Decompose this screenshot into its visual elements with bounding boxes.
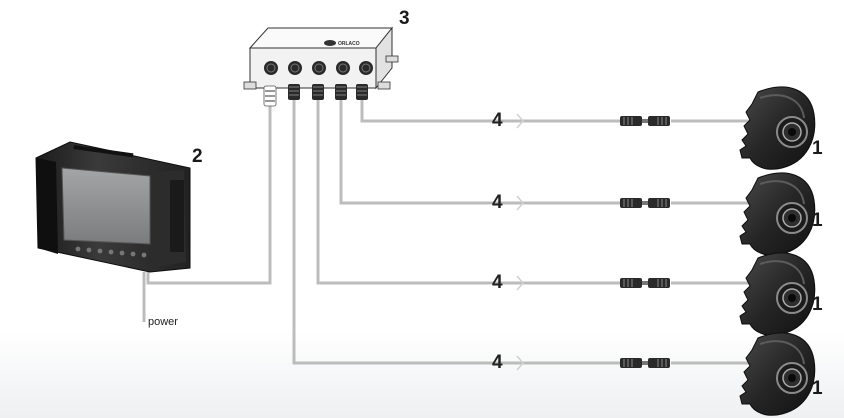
label-cable-1: 4: [492, 110, 503, 131]
label-junction-box: 3: [399, 8, 410, 29]
label-power: power: [148, 316, 178, 328]
camera-4: [739, 331, 816, 417]
label-camera-4: 1: [812, 378, 823, 399]
box-connectors: [263, 84, 368, 107]
label-camera-3: 1: [812, 294, 823, 315]
label-cable-2: 4: [492, 192, 503, 213]
cable-network: [142, 100, 750, 365]
camera-1: [739, 85, 816, 171]
cable-camera-1: [360, 100, 620, 123]
label-camera-1: 1: [812, 138, 823, 159]
brand-logo: ORLACO: [338, 41, 360, 47]
cable-camera-3: [316, 100, 620, 285]
camera-3: [739, 251, 816, 337]
cable-camera-4: [292, 100, 620, 365]
label-cable-4: 4: [492, 352, 503, 373]
label-cable-3: 4: [492, 272, 503, 293]
camera-2: [739, 171, 816, 257]
label-monitor: 2: [192, 146, 203, 167]
label-camera-2: 1: [812, 210, 823, 231]
junction-box: [243, 26, 399, 90]
cable-camera-2: [339, 100, 620, 205]
cable-monitor: [146, 106, 272, 285]
background-fade: [0, 330, 844, 418]
monitor: [35, 141, 191, 273]
inline-connectors: [620, 116, 670, 368]
